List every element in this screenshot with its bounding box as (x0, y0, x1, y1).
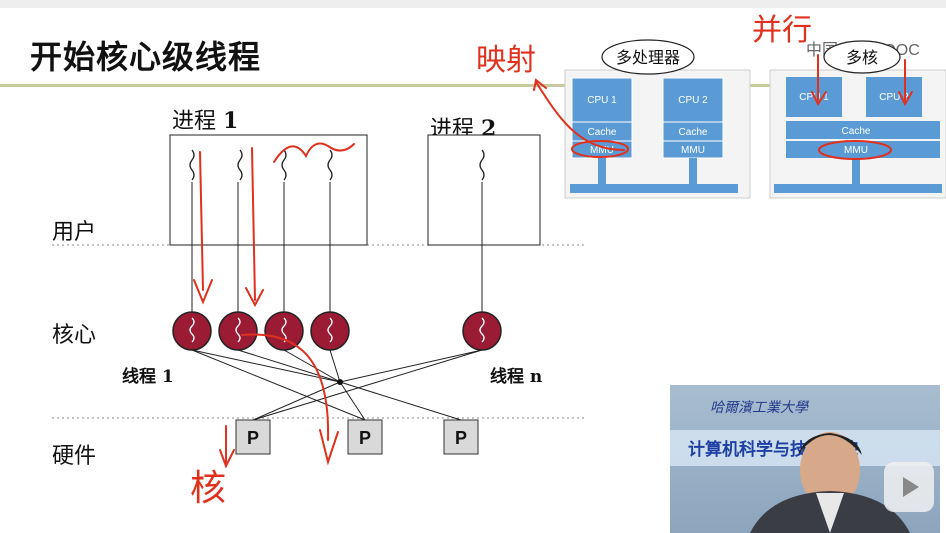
ink-mapping-arrow (533, 78, 625, 151)
slide-title: 开始核心级线程 (30, 38, 262, 76)
multicore-panel: 多核 CPU 1 CPU 2 Cache MMU (769, 40, 946, 199)
layer-hardware-label: 硬件 (52, 444, 97, 469)
handwritten-annotations (193, 54, 913, 469)
mp-cache1-label: Cache (588, 127, 617, 138)
processor-2 (347, 419, 383, 455)
top-bar (0, 0, 946, 8)
sched-line-4 (329, 349, 341, 383)
ink-scribble (273, 142, 355, 163)
mc-cpu2-label: CPU 2 (879, 92, 909, 103)
process2-box (427, 134, 541, 246)
user-thread-squiggle-3 (281, 149, 287, 181)
process1-label: 进程 (172, 109, 217, 134)
processor-1-label: P (247, 428, 259, 448)
processor-3 (443, 419, 479, 455)
multicore-title: 多核 (846, 49, 878, 67)
mp-cpu2-block (662, 77, 724, 159)
ink-arrow-4 (219, 425, 235, 469)
mp-cpu1-block (571, 77, 633, 159)
ink-mapping-text: 映射 (476, 44, 536, 77)
mp-bus (570, 184, 738, 193)
user-thread-squiggle-2 (237, 149, 243, 181)
mc-cache-block (786, 121, 940, 139)
ink-arrow-2 (245, 147, 264, 308)
scheduler-hub (337, 379, 343, 385)
multicore-title-bubble (823, 40, 901, 74)
ink-core-text: 核 (190, 467, 226, 508)
ink-parallel-text: 并行 (752, 14, 812, 47)
kernel-thread-1 (172, 311, 212, 351)
kernel-thread-4 (310, 311, 350, 351)
process1-title: 进程 1 (172, 103, 238, 135)
ink-arrow-5 (811, 54, 827, 106)
multiprocessor-title: 多处理器 (616, 49, 680, 67)
dispatch-line-3 (339, 381, 462, 421)
sched-line-5 (339, 349, 483, 383)
layer-kernel-label: 核心 (52, 323, 97, 348)
mp-cpu1-label: CPU 1 (587, 95, 617, 106)
mc-mmu-label: MMU (844, 145, 868, 156)
dispatch-line-1 (252, 381, 341, 421)
kernel-thread-2 (218, 311, 258, 351)
user-thread-squiggle-4 (327, 149, 333, 181)
mc-bus (774, 184, 942, 193)
sched-line-1 (191, 349, 341, 383)
mp-cpu2-label: CPU 2 (678, 95, 708, 106)
ink-arrow-1 (193, 151, 213, 305)
ink-mmu-circle-2 (818, 140, 892, 160)
process1-number: 1 (223, 108, 239, 134)
play-icon[interactable] (884, 462, 934, 512)
mc-cache-label: Cache (842, 126, 871, 137)
title-divider (0, 84, 770, 87)
mc-cpu2-block (866, 77, 922, 117)
processor-1 (235, 419, 271, 455)
sched-line-3 (283, 349, 341, 383)
dispatch-line-2 (339, 381, 366, 421)
mp-mmu1-label: MMU (590, 145, 614, 156)
lecturer-figure (750, 432, 910, 533)
mp-mmu2-label: MMU (681, 145, 705, 156)
kernel-thread-3 (264, 311, 304, 351)
ink-mmu-circle-1 (571, 140, 629, 158)
thread1-label: 线程 1 (122, 367, 174, 387)
cross-line-1 (191, 349, 366, 421)
ink-arrow-3 (241, 333, 339, 466)
sched-line-2 (237, 349, 341, 383)
multiprocessor-panel: 多处理器 CPU 1 CPU 2 Cache Cache MMU MMU (564, 39, 751, 199)
user-thread-squiggle-1 (189, 149, 195, 181)
layer-user-label: 用户 (52, 220, 97, 245)
threadn-label: 线程 n (490, 367, 543, 387)
user-thread-squiggle-5 (479, 149, 485, 181)
cross-line-2 (252, 349, 483, 421)
processor-3-label: P (455, 428, 467, 448)
process1-box (169, 134, 368, 246)
lecture-video[interactable]: 哈爾濱工業大學 计算机科学与技术学院 (670, 385, 940, 533)
mp-cache2-label: Cache (679, 127, 708, 138)
video-school-name: 哈爾濱工業大學 (710, 400, 808, 416)
kernel-thread-5 (462, 311, 502, 351)
processor-2-label: P (359, 428, 371, 448)
ink-arrow-6 (898, 59, 913, 107)
multiprocessor-title-bubble (601, 39, 695, 75)
